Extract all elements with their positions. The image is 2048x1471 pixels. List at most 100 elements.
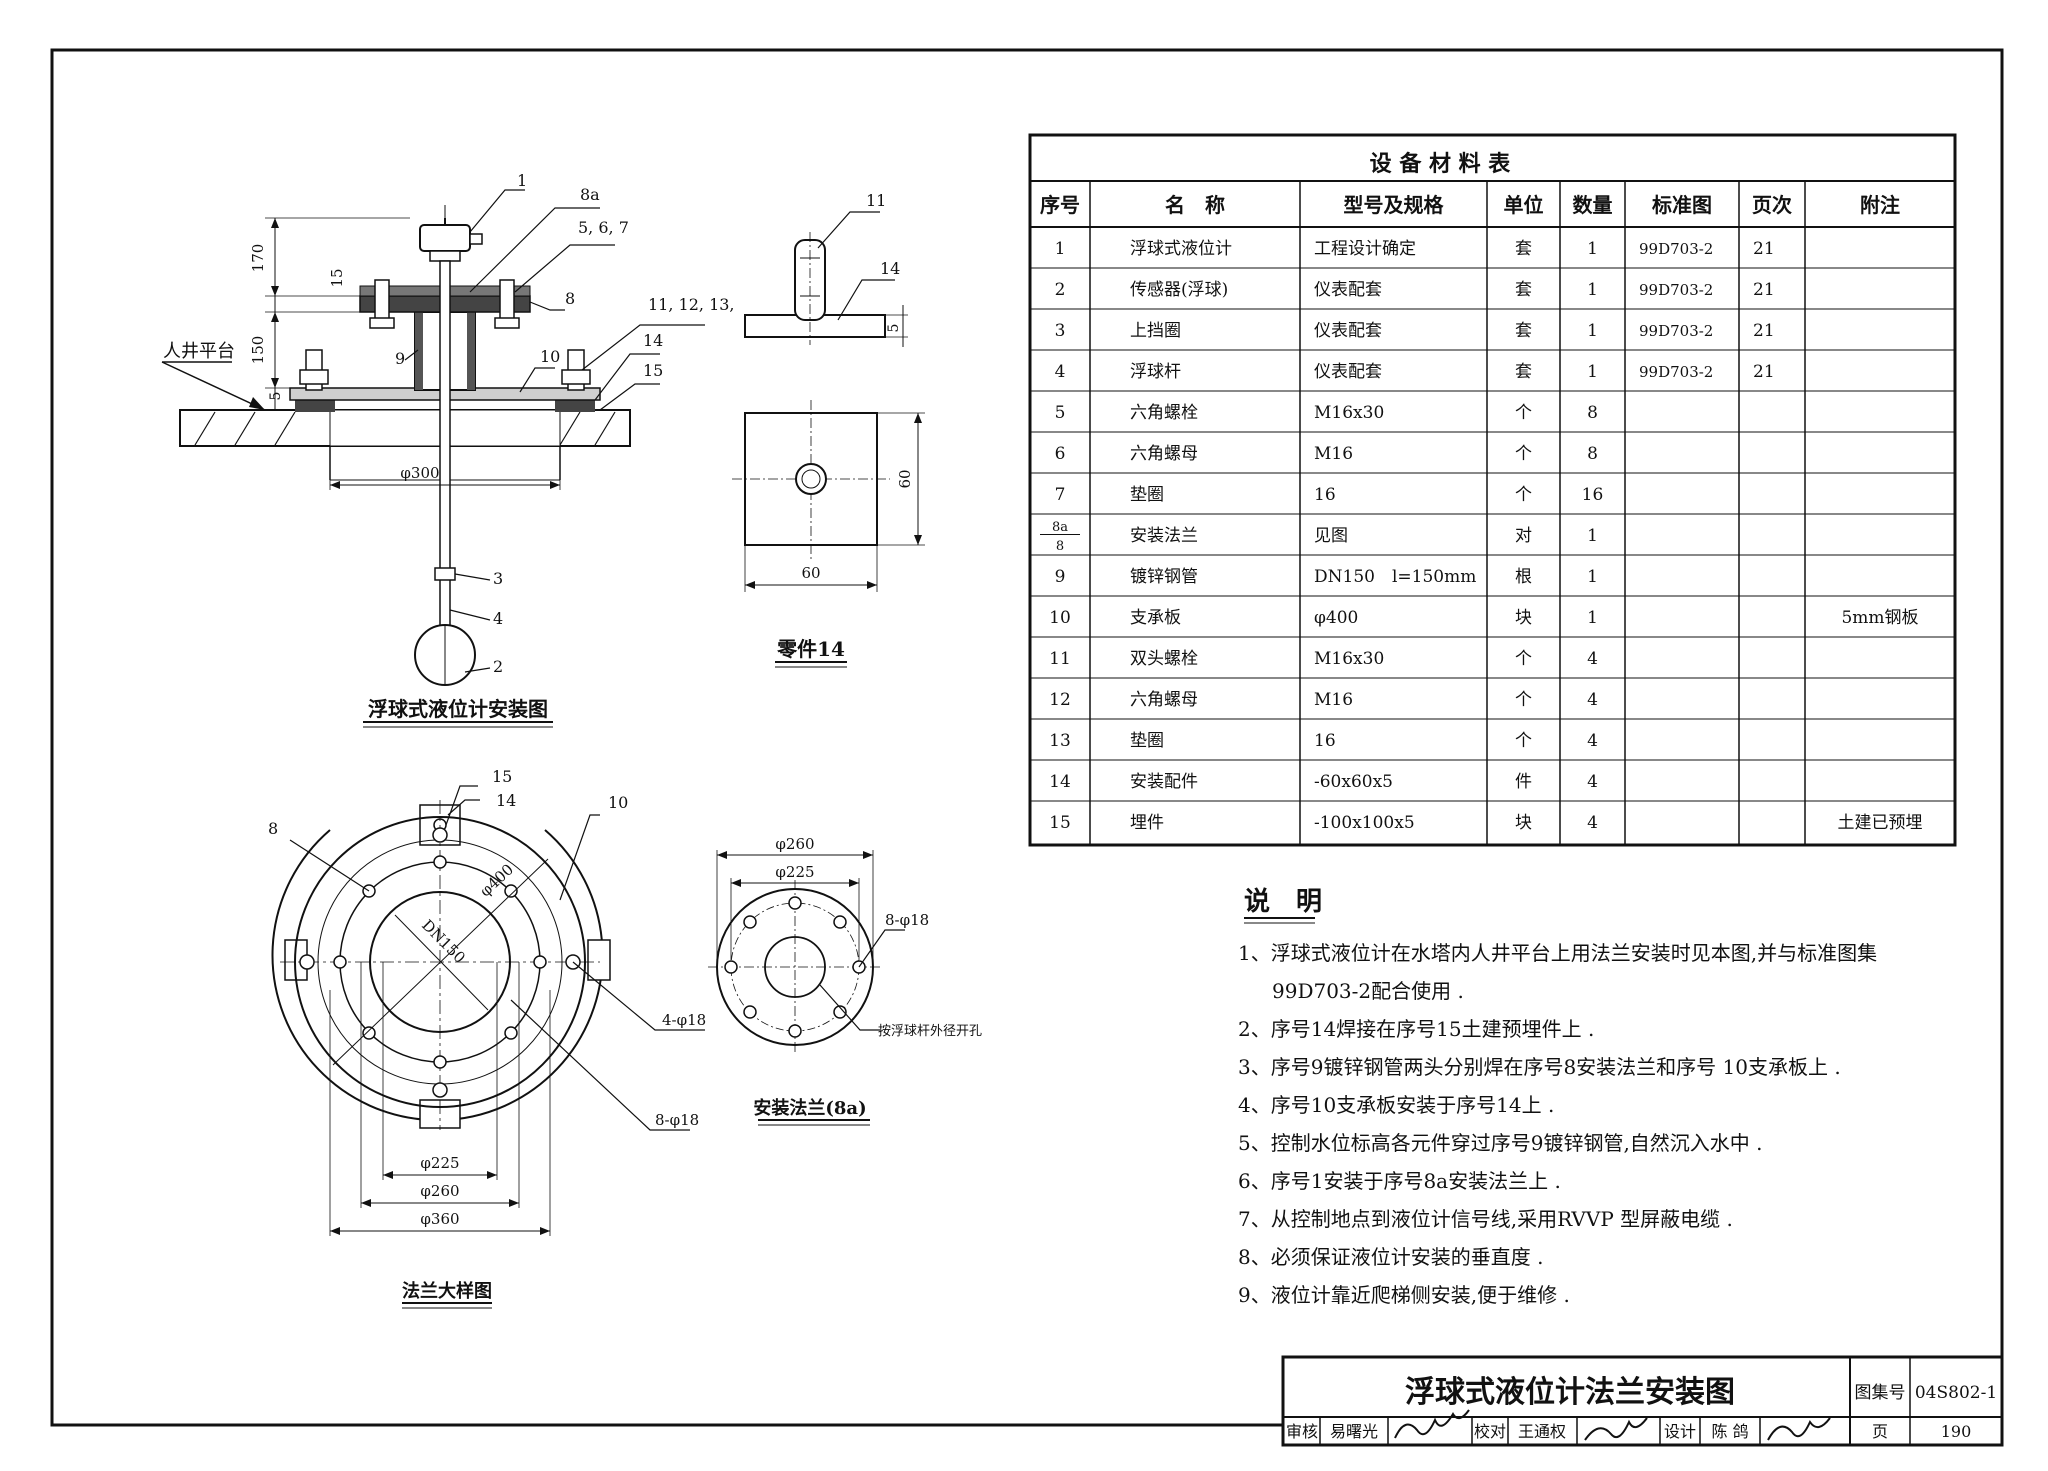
table-cell: 仪表配套	[1314, 362, 1382, 382]
part14-callout-11: 11	[866, 191, 886, 210]
table-cell: 根	[1515, 567, 1532, 587]
atlas-label: 图集号	[1855, 1383, 1906, 1403]
checker-name: 王通权	[1518, 1422, 1566, 1441]
reviewer-signature	[1394, 1409, 1470, 1439]
table-cell: 4	[1587, 772, 1598, 792]
table-cell: 9	[1055, 567, 1066, 587]
part14-dim-60-h: 60	[801, 564, 820, 582]
table-header-cell: 附注	[1860, 193, 1900, 217]
note-line: 4、序号10支承板安装于序号14上 .	[1238, 1093, 1554, 1117]
table-cell: 仪表配套	[1314, 280, 1382, 300]
table-cell: 工程设计确定	[1314, 239, 1416, 259]
table-header-cell: 单位	[1504, 193, 1544, 217]
table-cell: 双头螺栓	[1130, 649, 1198, 669]
table-cell: 7	[1055, 485, 1066, 505]
table-title: 设 备 材 料 表	[1370, 151, 1512, 177]
table-header-cell: 数量	[1573, 193, 1613, 217]
flange-dim-phi360: φ360	[420, 1210, 459, 1228]
table-cell: 6	[1055, 444, 1066, 464]
table-cell: 1	[1587, 526, 1598, 546]
flange8a-dim-phi260: φ260	[775, 835, 814, 853]
table-cell: 个	[1515, 444, 1532, 464]
callout-4: 4	[493, 609, 503, 628]
table-cell: 13	[1049, 731, 1071, 751]
callout-5-6-7: 5, 6, 7	[578, 218, 629, 237]
designer-signature	[1767, 1417, 1831, 1441]
table-cell: 11	[1049, 649, 1071, 669]
flange8a-hole-note: 按浮球杆外径开孔	[878, 1024, 982, 1039]
flange8a-dim-8-phi18: 8-φ18	[885, 911, 929, 929]
table-cell: 8a	[1052, 520, 1068, 535]
table-cell: 个	[1515, 485, 1532, 505]
table-cell: 套	[1515, 362, 1532, 382]
table-cell: 六角螺栓	[1130, 403, 1198, 423]
table-cell: 1	[1055, 239, 1066, 259]
sheet-frame	[50, 48, 2004, 1427]
note-line: 2、序号14焊接在序号15土建预埋件上 .	[1238, 1017, 1594, 1041]
table-cell: 21	[1753, 321, 1775, 341]
table-cell: 上挡圈	[1130, 321, 1181, 341]
note-line: 9、液位计靠近爬梯侧安装,便于维修 .	[1238, 1283, 1570, 1307]
table-cell: DN150 l=150mm	[1314, 567, 1476, 587]
callout-15: 15	[643, 361, 663, 380]
check-label: 校对	[1474, 1422, 1506, 1441]
table-header-cell: 型号及规格	[1344, 193, 1445, 217]
table-cell: 4	[1055, 362, 1066, 382]
callout-8: 8	[565, 289, 575, 308]
page-label: 页	[1872, 1422, 1888, 1441]
table-cell: 21	[1753, 362, 1775, 382]
flange-callout-14: 14	[496, 791, 516, 810]
table-cell: 8	[1587, 444, 1598, 464]
table-cell: 镀锌钢管	[1130, 567, 1198, 587]
title-block: 浮球式液位计法兰安装图 图集号 04S802-1 审核 易曙光 校对 王通权 设…	[1281, 1355, 2004, 1447]
table-cell: M16x30	[1314, 403, 1384, 423]
callout-1: 1	[517, 171, 527, 190]
part14-view: 5 11 14 60 60 零件14	[732, 191, 925, 668]
part14-dim-5: 5	[886, 324, 902, 333]
table-cell: 8	[1056, 539, 1064, 554]
note-line: 8、必须保证液位计安装的垂直度 .	[1238, 1245, 1543, 1269]
flange-dim-phi260: φ260	[420, 1182, 459, 1200]
table-header-cell: 名 称	[1165, 193, 1225, 217]
table-cell: 21	[1753, 239, 1775, 259]
table-cell: 4	[1587, 690, 1598, 710]
designer-name: 陈 鸽	[1711, 1422, 1748, 1441]
table-cell: 15	[1049, 813, 1071, 833]
flange-callout-15: 15	[492, 767, 512, 786]
table-cell: 4	[1587, 813, 1598, 833]
note-line: 3、序号9镀锌钢管两头分别焊在序号8安装法兰和序号 10支承板上 .	[1238, 1055, 1841, 1079]
table-cell: 六角螺母	[1130, 444, 1198, 464]
note-line: 6、序号1安装于序号8a安装法兰上 .	[1238, 1169, 1561, 1193]
table-cell: 个	[1515, 690, 1532, 710]
table-cell: 4	[1587, 649, 1598, 669]
table-header-cell: 标准图	[1652, 193, 1712, 217]
table-cell: 10	[1049, 608, 1071, 628]
flange-detail-view: φ400 DN150 4-φ18 8-φ18 15 14 8 10 φ225 φ…	[268, 767, 706, 1309]
flange-dim-phi225: φ225	[420, 1154, 459, 1172]
table-cell: 套	[1515, 239, 1532, 259]
table-cell: M16x30	[1314, 649, 1384, 669]
table-cell: 浮球杆	[1130, 362, 1181, 382]
table-cell: 5mm钢板	[1841, 608, 1918, 628]
table-cell: 3	[1055, 321, 1066, 341]
table-cell: M16	[1314, 690, 1353, 710]
table-cell: 4	[1587, 731, 1598, 751]
callout-14: 14	[643, 331, 663, 350]
note-line: 99D703-2配合使用 .	[1272, 979, 1464, 1003]
checker-signature	[1584, 1417, 1648, 1441]
table-cell: 块	[1515, 813, 1532, 833]
dim-phi300: φ300	[400, 464, 439, 482]
table-cell: 1	[1587, 280, 1598, 300]
table-cell: 14	[1049, 772, 1071, 792]
reviewer-name: 易曙光	[1330, 1422, 1378, 1441]
caption-part14: 零件14	[776, 637, 845, 661]
table-cell: 浮球式液位计	[1130, 239, 1232, 259]
notes-heading: 说 明	[1244, 887, 1322, 917]
table-cell: 16	[1582, 485, 1604, 505]
table-cell: 99D703-2	[1639, 322, 1713, 340]
callout-9: 9	[395, 349, 405, 368]
table-cell: 件	[1515, 772, 1532, 792]
note-line: 7、从控制地点到液位计信号线,采用RVVP 型屏蔽电缆 .	[1238, 1207, 1733, 1231]
